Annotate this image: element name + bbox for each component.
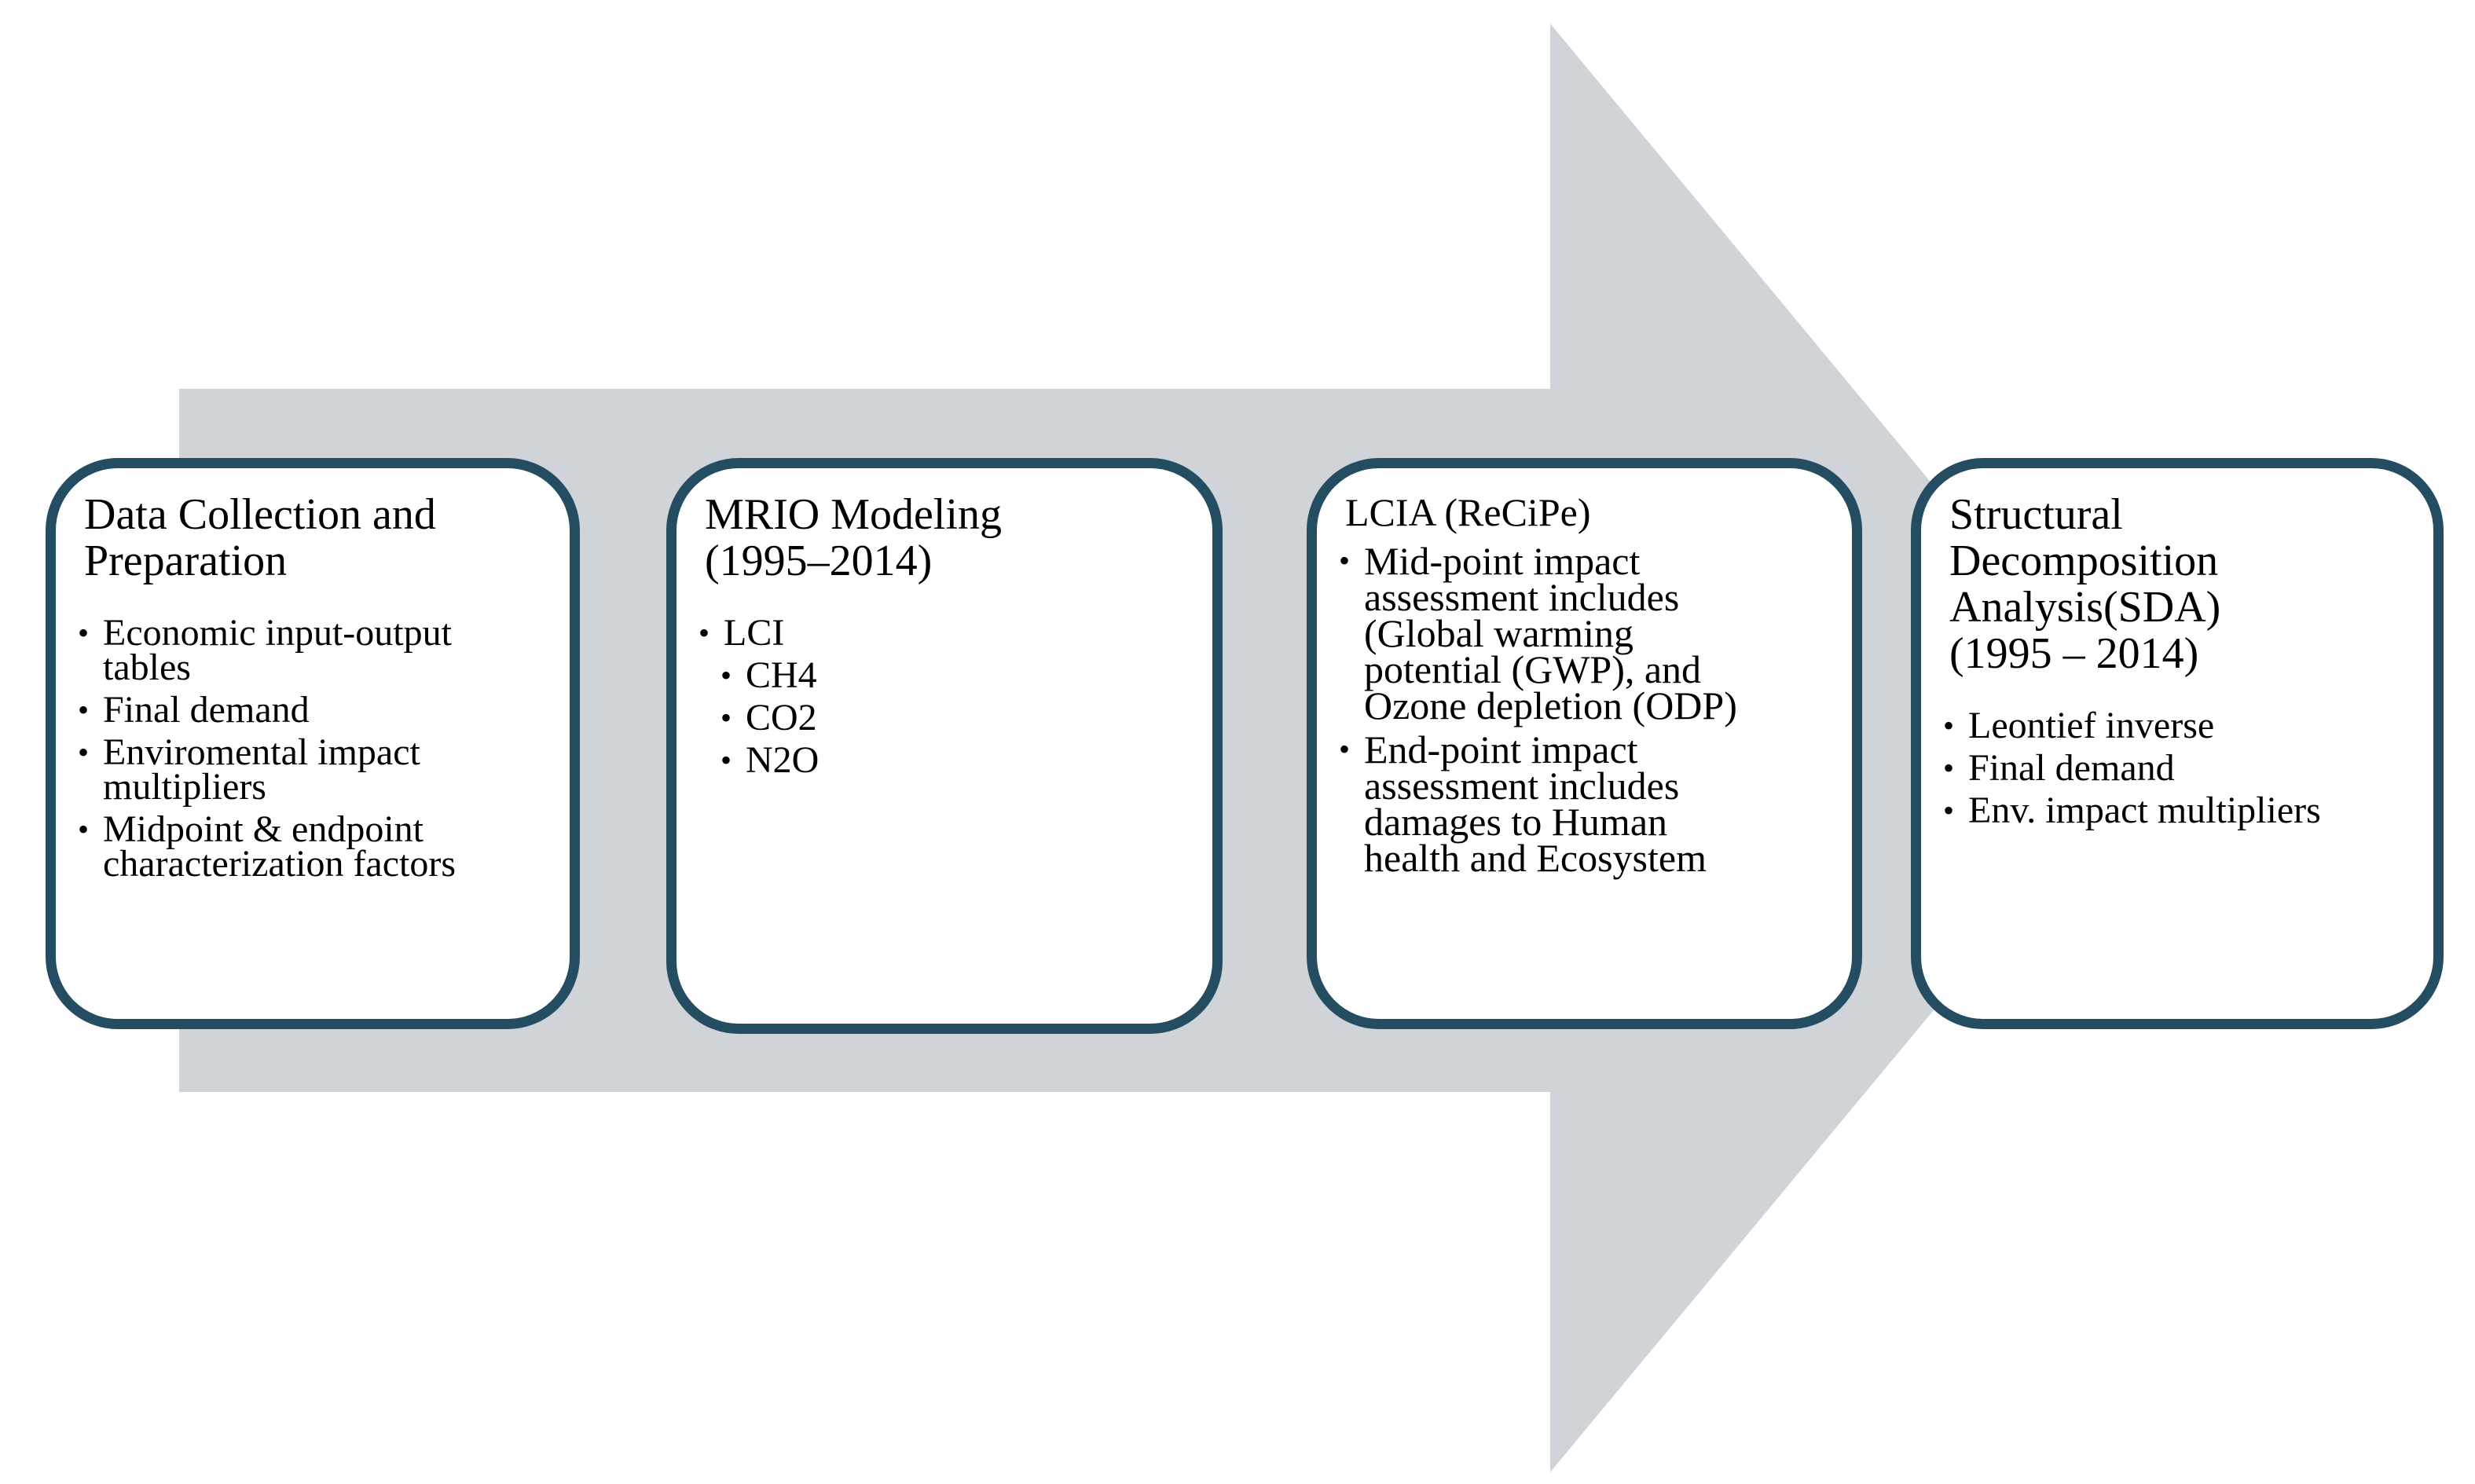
bullet-icon: • (698, 615, 710, 650)
bullet-text: End-point impact assessment includes dam… (1364, 727, 1707, 880)
step-title: Structural Decomposition Analysis(SDA) (… (1949, 490, 2221, 678)
bullet-icon: • (1943, 793, 1955, 828)
bullet-item: • CH4 (720, 654, 1192, 696)
bullet-text: Final demand (103, 689, 310, 731)
bullet-item: • Midpoint & endpoint characterization f… (78, 808, 549, 885)
bullet-text: Midpoint & endpoint characterization fac… (103, 808, 456, 885)
bullet-text: Mid-point impact assessment includes (Gl… (1364, 539, 1737, 727)
step-title: MRIO Modeling (1995–2014) (705, 490, 1002, 585)
bullet-icon: • (78, 615, 90, 650)
bullet-item: • Enviromental impact multipliers (78, 731, 549, 808)
bullet-text: N2O (746, 739, 820, 781)
bullet-icon: • (720, 700, 732, 735)
step-title: Data Collection and Preparation (84, 490, 436, 585)
bullet-list: • LCI • CH4 • CO2 • N2O (698, 612, 1192, 781)
bullet-text: Economic input-output tables (103, 612, 452, 688)
bullet-list: • Leontief inverse • Final demand • Env.… (1943, 705, 2413, 831)
bullet-text: Enviromental impact multipliers (103, 731, 420, 808)
bullet-icon: • (78, 692, 90, 727)
bullet-text: Final demand (1968, 747, 2175, 789)
bullet-icon: • (720, 742, 732, 778)
bullet-icon: • (1943, 750, 1955, 786)
step-box-sda: Structural Decomposition Analysis(SDA) (… (1911, 458, 2444, 1029)
bullet-text: CO2 (746, 697, 817, 738)
bullet-icon: • (78, 812, 90, 847)
bullet-item: • LCI (698, 612, 1192, 654)
bullet-item: • Final demand (1943, 747, 2413, 789)
step-title: LCIA (ReCiPe) (1345, 490, 1591, 534)
step-box-mrio-modeling: MRIO Modeling (1995–2014) • LCI • CH4 • … (666, 458, 1223, 1034)
bullet-text: LCI (724, 612, 785, 654)
bullet-icon: • (720, 658, 732, 693)
bullet-icon: • (78, 735, 90, 770)
bullet-text: Env. impact multipliers (1968, 790, 2321, 831)
bullet-list: • Economic input-output tables • Final d… (78, 612, 549, 885)
step-box-data-collection: Data Collection and Preparation • Econom… (46, 458, 580, 1029)
bullet-icon: • (1339, 731, 1351, 767)
bullet-item: • Final demand (78, 689, 549, 731)
bullet-icon: • (1943, 708, 1955, 743)
bullet-text: CH4 (746, 654, 817, 696)
bullet-item: • CO2 (720, 697, 1192, 738)
step-box-lcia-recipe: LCIA (ReCiPe) • Mid-point impact assessm… (1307, 458, 1862, 1029)
bullet-item: • N2O (720, 739, 1192, 781)
bullet-item: • Mid-point impact assessment includes (… (1339, 539, 1832, 727)
bullet-item: • Leontief inverse (1943, 705, 2413, 746)
bullet-item: • Economic input-output tables (78, 612, 549, 688)
bullet-list: • Mid-point impact assessment includes (… (1339, 539, 1832, 880)
bullet-text: Leontief inverse (1968, 705, 2215, 746)
bullet-item: • Env. impact multipliers (1943, 790, 2413, 831)
bullet-icon: • (1339, 543, 1351, 578)
bullet-item: • End-point impact assessment includes d… (1339, 727, 1832, 880)
